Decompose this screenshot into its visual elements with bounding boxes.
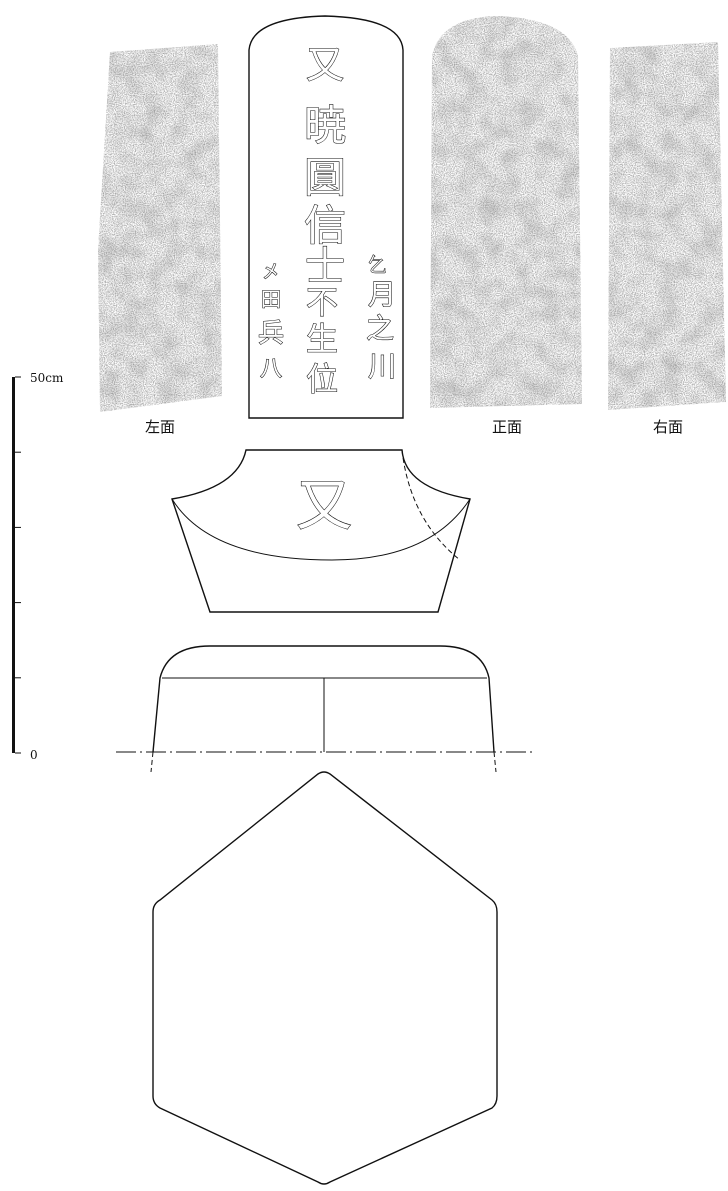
rubbing-left-side [98, 44, 222, 412]
scale-top-label: 50cm [30, 371, 64, 385]
inscription-right-column: 𠃉 月 之 川 [365, 252, 396, 383]
inscription-char: 田 [261, 287, 281, 311]
inscription-char: 㐅 [262, 262, 280, 283]
inscription-center-column: 又 暁 圓 信 士 [303, 42, 346, 290]
inscription-char: 𠃉 [367, 253, 387, 277]
main-stone-outline [248, 15, 404, 419]
inscription-center-lower: 不 生 位 [305, 282, 338, 398]
inscription-char: 八 [260, 357, 282, 382]
rubbing-right-side [608, 42, 726, 410]
inscription-char: 月 [368, 278, 396, 311]
rubbing-front [430, 16, 582, 408]
lower-base [116, 645, 533, 773]
inscription-char: 暁 [304, 101, 346, 150]
inscription-char: 之 [366, 312, 394, 345]
inscription-char: 士 [305, 244, 345, 290]
upper-base: 又 [171, 449, 471, 613]
inscription-char: 位 [306, 360, 338, 398]
inscription-char: 不 [306, 283, 338, 321]
base-mark: 又 [296, 474, 352, 539]
scale-bottom-label: 0 [30, 748, 38, 762]
inscription-char: 圓 [304, 153, 346, 202]
plan-view-hexagon [152, 771, 498, 1185]
inscription-char: 生 [306, 320, 338, 358]
inscription-char: 川 [368, 350, 396, 383]
scale-bar: 50cm 0 [12, 371, 64, 762]
front-face-label: 正面 [492, 418, 522, 436]
inscription-char: 信 [304, 201, 346, 250]
left-face-label: 左面 [145, 418, 175, 436]
inscription-char: 又 [306, 43, 344, 87]
inscription-char: 兵 [258, 319, 284, 349]
inscription-left-column: 㐅 田 兵 八 [257, 261, 284, 382]
right-face-label: 右面 [653, 418, 683, 436]
